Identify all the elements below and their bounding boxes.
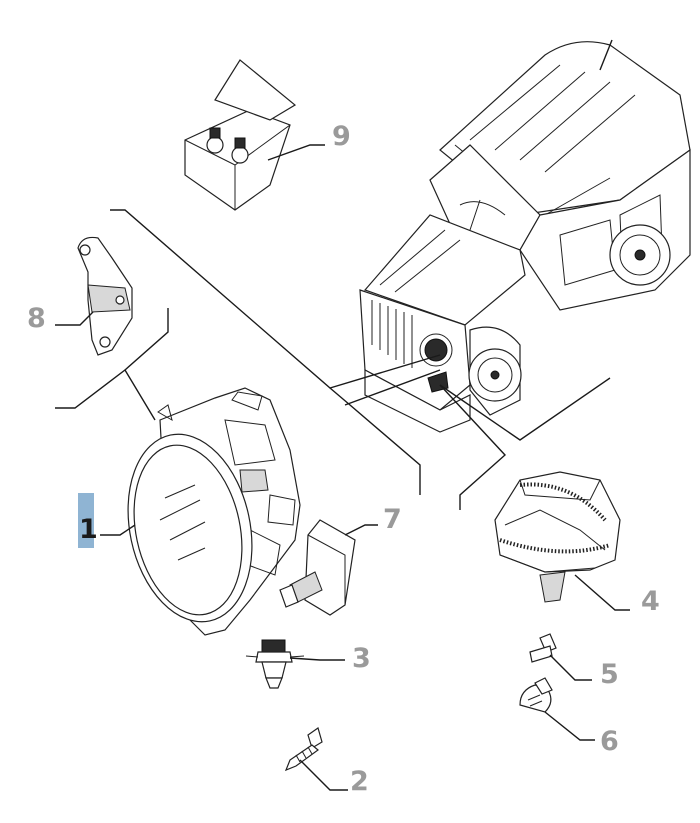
part-label-7[interactable]: 7 bbox=[383, 504, 402, 535]
leader-line-8 bbox=[55, 311, 94, 326]
bulb-kit-box bbox=[184, 59, 297, 211]
leader-line-1 bbox=[100, 524, 136, 536]
leader-line-6 bbox=[544, 711, 595, 741]
leader-line-4 bbox=[574, 574, 630, 611]
small-bulb bbox=[529, 633, 557, 663]
part-label-3[interactable]: 3 bbox=[352, 643, 371, 674]
selected-part-highlight bbox=[78, 493, 94, 548]
bracket bbox=[77, 236, 133, 356]
part-label-9[interactable]: 9 bbox=[332, 121, 351, 152]
part-label-6[interactable]: 6 bbox=[600, 726, 619, 757]
leader-line-9 bbox=[267, 144, 325, 161]
part-label-1[interactable]: 1 bbox=[79, 514, 98, 545]
bulb bbox=[519, 677, 553, 713]
leader-line-3 bbox=[289, 657, 345, 661]
part-label-2[interactable]: 2 bbox=[350, 766, 369, 797]
leader-line-5 bbox=[549, 654, 592, 681]
bulb-with-cover bbox=[279, 519, 356, 616]
leader-line-2 bbox=[299, 759, 348, 791]
leader-line-7 bbox=[344, 524, 378, 536]
headlamp-assembly bbox=[127, 387, 301, 636]
vehicle-illustration bbox=[359, 39, 691, 433]
part-label-8[interactable]: 8 bbox=[27, 303, 46, 334]
screw bbox=[284, 727, 323, 772]
headlamp-bulb bbox=[245, 639, 305, 689]
connection-lines bbox=[55, 209, 611, 510]
part-label-5[interactable]: 5 bbox=[600, 659, 619, 690]
part-label-4[interactable]: 4 bbox=[641, 586, 660, 617]
fog-lamp bbox=[494, 471, 621, 603]
